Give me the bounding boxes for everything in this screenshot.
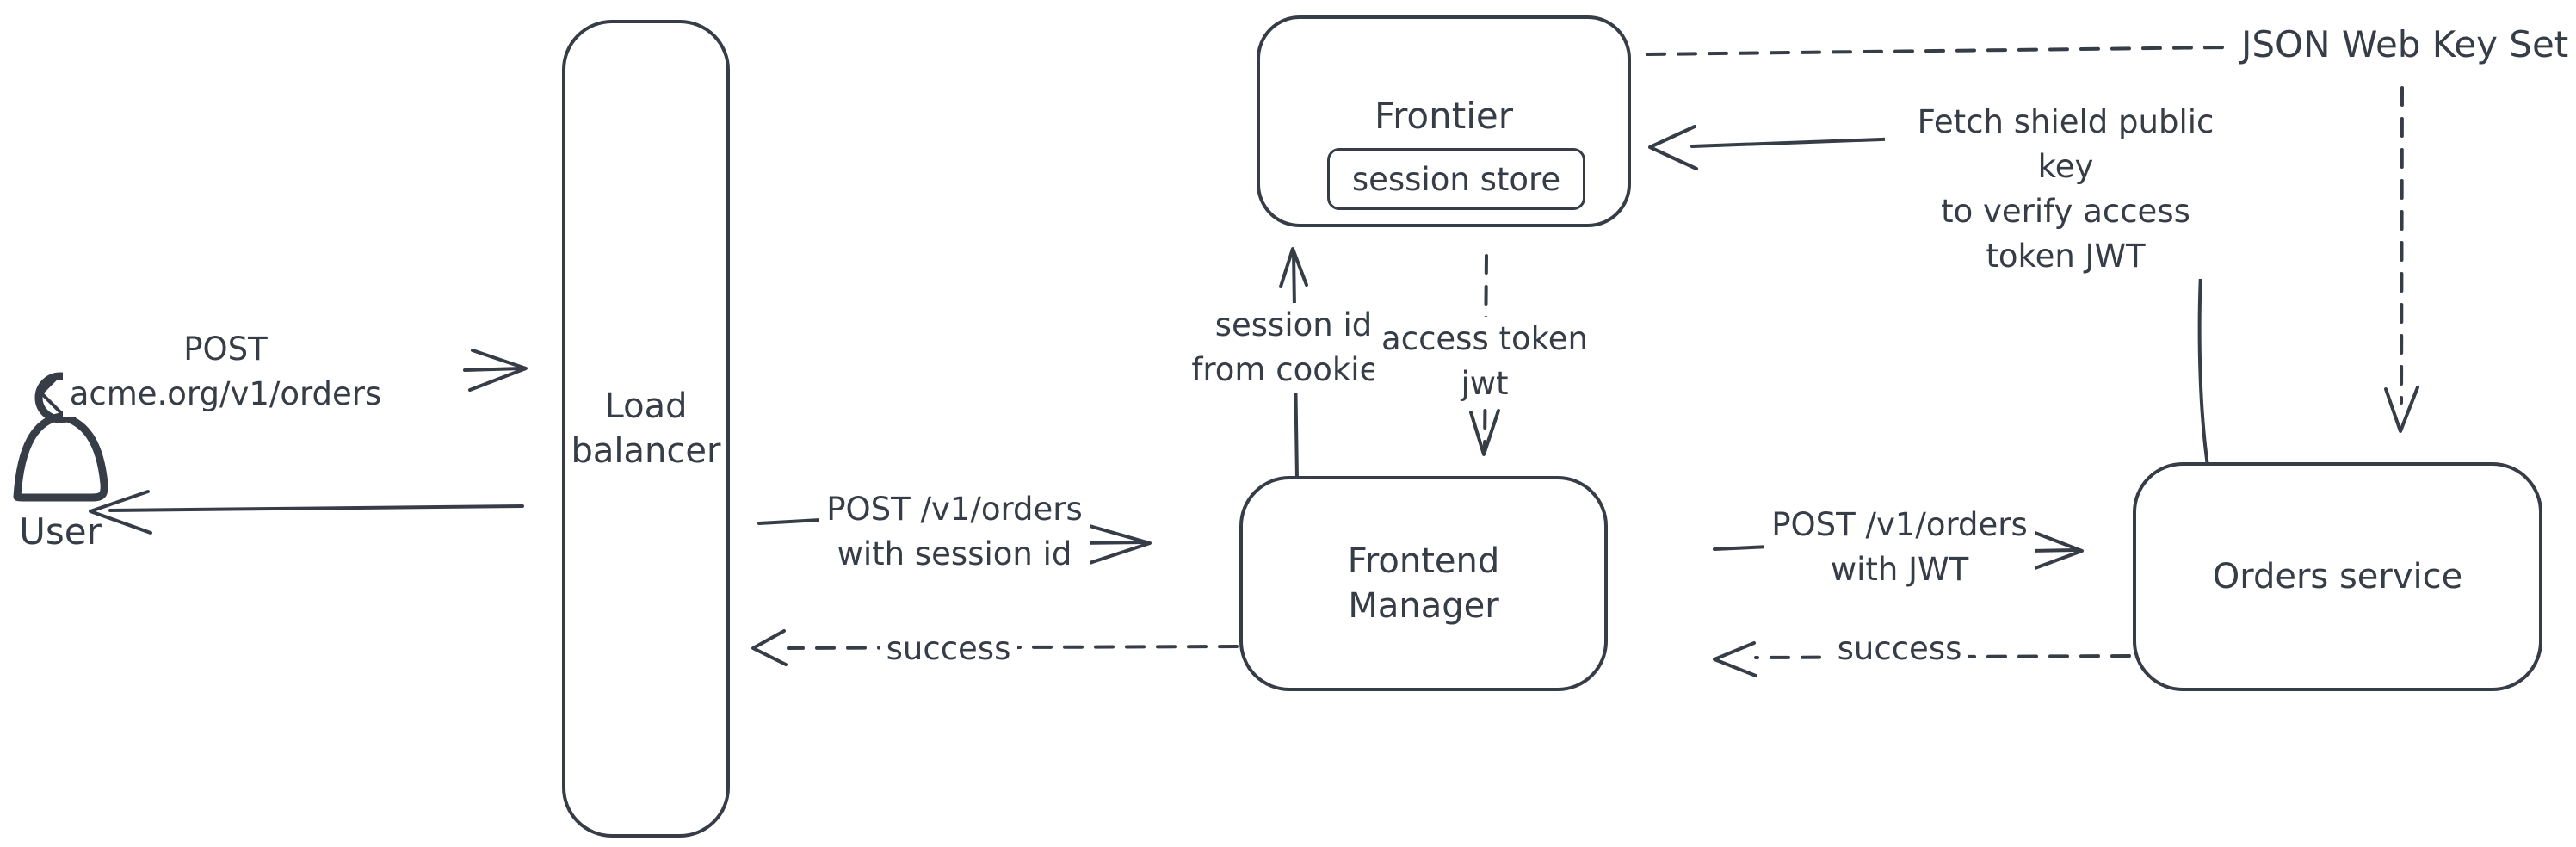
load-balancer-node: Load balancer <box>562 20 730 838</box>
frontier-label: Frontier <box>1374 95 1513 137</box>
edge-label-session-id-cookies: session id from cookies <box>1164 303 1423 393</box>
orders-service-label: Orders service <box>2212 557 2463 597</box>
edge-label-post-session-id: POST /v1/orders with session id <box>782 487 1127 577</box>
edge-label-success-lb: success <box>862 627 1035 671</box>
load-balancer-label: Load balancer <box>571 386 721 471</box>
arrow-fm-to-orders <box>1713 530 2084 572</box>
frontend-manager-label: Frontend Manager <box>1347 541 1500 626</box>
edge-label-fetch-shield-key: Fetch shield public key to verify access… <box>1885 100 2246 279</box>
frontend-manager-node: Frontend Manager <box>1239 476 1608 691</box>
orders-service-node: Orders service <box>2133 462 2542 691</box>
user-label: User <box>19 510 102 553</box>
arrow-lb-to-user <box>89 490 524 535</box>
edge-label-post-jwt: POST /v1/orders with JWT <box>1727 503 2072 592</box>
arrow-jwks-to-orders <box>2384 86 2419 433</box>
arrow-frontier-to-jwks <box>1646 46 2229 56</box>
edge-label-post-acme: POST acme.org/v1/orders <box>53 327 398 417</box>
edge-label-json-web-key-set: JSON Web Key Set <box>2234 22 2576 67</box>
session-store-label: session store <box>1351 160 1561 198</box>
edge-label-access-token-jwt: access token jwt <box>1356 317 1614 406</box>
frontier-node: Frontier session store <box>1257 15 1631 227</box>
edge-label-success-fm: success <box>1813 627 1986 671</box>
session-store-node: session store <box>1327 148 1585 210</box>
